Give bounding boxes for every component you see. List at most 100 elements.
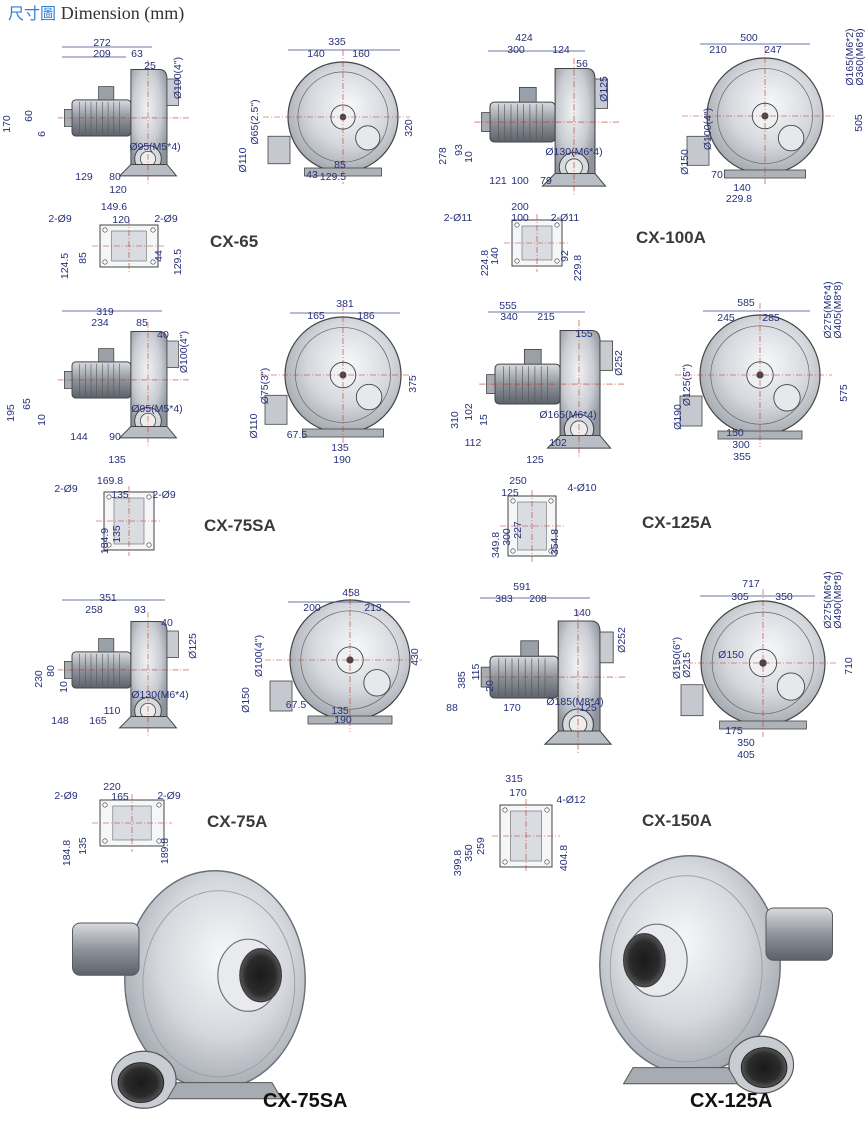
housing-side [559, 329, 601, 437]
photo-motor [765, 907, 833, 961]
dimension-label: 385 [456, 671, 468, 689]
dimension-label: 63 [131, 48, 143, 60]
dimension-label: 140 [489, 247, 501, 265]
dimension-label: 375 [407, 375, 419, 393]
dimension-label: 110 [104, 705, 121, 717]
dimension-label: Ø490(M8*8) [832, 571, 844, 628]
dimension-label: Ø360(M6*8) [854, 28, 866, 85]
dimension-label: 129.5 [320, 171, 346, 183]
dimension-label: Ø130(M6*4) [545, 146, 602, 158]
dimension-label: 208 [529, 593, 547, 605]
side-view-cx-75sa [57, 322, 191, 446]
dimension-label: 85 [136, 317, 148, 329]
front-view-cx-65 [263, 50, 410, 184]
dimension-label: 234 [91, 317, 109, 329]
inlet-pipe [267, 135, 291, 165]
dimension-label: 40 [161, 617, 173, 629]
dimension-label: 585 [737, 297, 755, 309]
dimension-label: 430 [409, 648, 421, 666]
dimension-label: 350 [463, 844, 475, 862]
dimension-label: 381 [336, 298, 354, 310]
page-title: 尺寸圖 Dimension (mm) [8, 2, 184, 25]
base-stand [118, 164, 178, 177]
dimension-label: 135 [111, 489, 129, 501]
dimension-label: 305 [731, 591, 749, 603]
housing-side [130, 331, 168, 427]
dimension-label: 200 [303, 602, 321, 614]
dimension-label: 717 [742, 578, 760, 590]
dimension-label: 399.8 [452, 850, 464, 876]
model-label-cx-100a: CX-100A [636, 228, 706, 247]
dimension-label: Ø150(6") [671, 637, 683, 679]
base-view-cx-65 [92, 219, 166, 273]
base-view-cx-125a [500, 490, 564, 562]
mounting-hole [150, 227, 156, 233]
dimension-label: Ø275(M6*4) [822, 281, 834, 338]
dimension-label: 355 [733, 451, 751, 463]
photo-inlet [623, 933, 666, 988]
model-label-cx-65: CX-65 [210, 232, 259, 251]
dimension-label: 505 [853, 114, 865, 132]
dimension-label: 2-Ø11 [444, 212, 473, 224]
dimension-label: 350 [737, 737, 755, 749]
dimension-label: 2-Ø9 [157, 790, 181, 802]
dimension-label: 80 [45, 665, 57, 677]
dimension-label: Ø405(M8*8) [832, 281, 844, 338]
photo-housing-rim [609, 875, 763, 1063]
mounting-hole [554, 258, 560, 264]
inlet-pipe [679, 395, 703, 427]
dimension-label: 458 [342, 587, 360, 599]
dimension-label: 2-Ø9 [54, 483, 78, 495]
mounting-hole [510, 498, 516, 504]
dimension-label: 258 [85, 604, 103, 616]
dimension-label: 351 [99, 592, 117, 604]
dimension-label: 195 [5, 404, 17, 422]
dimension-label: 215 [537, 311, 555, 323]
dimension-label: 424 [515, 32, 533, 44]
dimension-label: 259 [475, 837, 487, 855]
dimension-label: Ø165(M6*4) [539, 409, 596, 421]
dimension-label: Ø110 [237, 147, 249, 172]
dimension-label: 10 [36, 414, 48, 426]
dimension-label: Ø252 [613, 350, 625, 376]
dimension-label: 15 [478, 414, 490, 426]
side-view-cx-100a [474, 58, 622, 195]
photo-cx-125a [599, 855, 833, 1094]
dimension-label: 112 [465, 437, 482, 449]
terminal-box [98, 638, 115, 653]
dimension-label: 165 [111, 791, 129, 803]
front-view-cx-100a [682, 46, 835, 186]
dimension-label: 88 [446, 702, 458, 714]
front-view-cx-75sa [260, 305, 413, 445]
photo-caption-cx-125a: CX-125A [690, 1090, 773, 1112]
mounting-hole [514, 258, 520, 264]
model-label-cx-125a: CX-125A [642, 513, 712, 532]
dimension-label: Ø100(4") [702, 108, 714, 150]
dimension-label: 85 [77, 252, 89, 264]
dimension-label: 65 [21, 398, 33, 410]
photo-outlet [117, 1062, 165, 1104]
dimension-label: 2-Ø9 [154, 213, 178, 225]
dimension-label: 67.5 [287, 429, 308, 441]
outlet-ring [773, 384, 801, 412]
dimension-label: 25 [144, 60, 156, 72]
dimension-label: 500 [740, 32, 758, 44]
photo-cx-75sa [72, 870, 306, 1109]
dimension-label: 56 [576, 58, 588, 70]
dimension-label: Ø215 [681, 652, 693, 678]
terminal-box [98, 86, 115, 101]
dimension-label: 170 [509, 787, 527, 799]
photo-base [166, 1082, 283, 1100]
side-view-cx-65 [57, 60, 191, 184]
mounting-hole [510, 548, 516, 554]
outlet-flange [599, 631, 614, 664]
dimension-label: 169.8 [97, 475, 123, 487]
housing-side [557, 620, 601, 732]
terminal-box [98, 348, 115, 363]
model-label-cx-75a: CX-75A [207, 812, 268, 831]
inlet-pipe [680, 684, 704, 717]
dimension-label: 100 [511, 212, 529, 224]
dimension-label: 140 [573, 607, 591, 619]
dimension-label: 224.8 [479, 250, 491, 276]
